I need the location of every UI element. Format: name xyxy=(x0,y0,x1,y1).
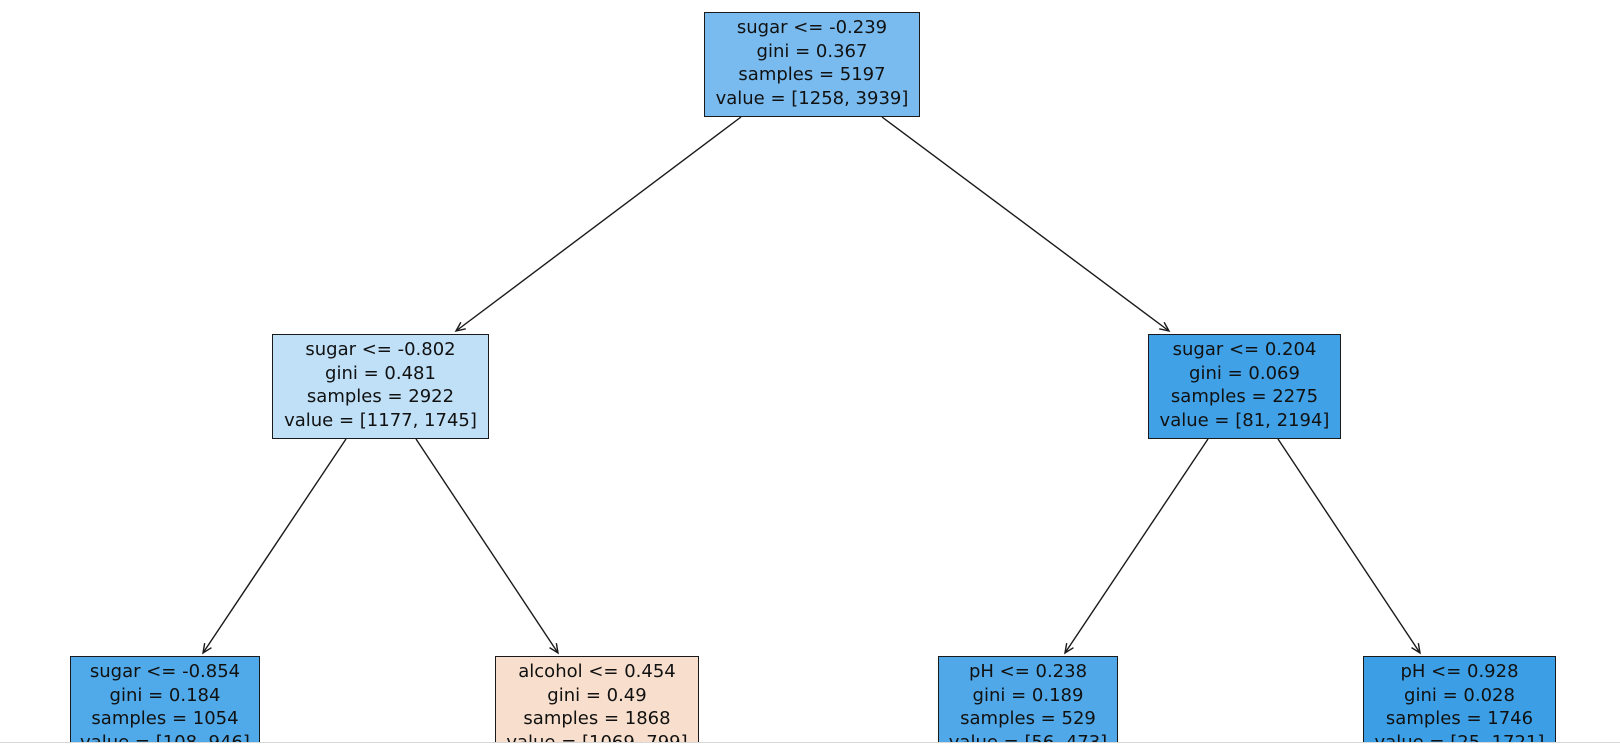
node-samples: samples = 1054 xyxy=(91,708,239,729)
tree-node-root: sugar <= -0.239 gini = 0.367 samples = 5… xyxy=(704,12,920,117)
tree-node-left-right: alcohol <= 0.454 gini = 0.49 samples = 1… xyxy=(495,656,699,742)
tree-edge-root-to-right xyxy=(881,116,1170,332)
tree-node-left-left: sugar <= -0.854 gini = 0.184 samples = 1… xyxy=(70,656,260,742)
tree-edge-right-to-right-right xyxy=(1277,438,1421,654)
node-condition: sugar <= 0.204 xyxy=(1172,339,1317,360)
node-gini: gini = 0.184 xyxy=(109,684,221,706)
node-samples: samples = 529 xyxy=(960,708,1096,729)
node-samples: samples = 5197 xyxy=(738,64,886,85)
tree-node-right-left: pH <= 0.238 gini = 0.189 samples = 529 v… xyxy=(938,656,1118,742)
tree-node-right-right: pH <= 0.928 gini = 0.028 samples = 1746 … xyxy=(1363,656,1556,742)
node-condition: pH <= 0.928 xyxy=(1400,661,1519,682)
arrowhead-icon xyxy=(1064,643,1074,655)
node-value: value = [1258, 3939] xyxy=(715,87,909,109)
node-condition: alcohol <= 0.454 xyxy=(518,661,676,682)
node-value: value = [108, 946] xyxy=(80,731,250,743)
node-gini: gini = 0.49 xyxy=(547,684,647,706)
node-value: value = [1069, 799] xyxy=(506,731,688,743)
node-value: value = [56, 473] xyxy=(948,731,1108,743)
node-condition: sugar <= -0.802 xyxy=(305,339,456,360)
tree-node-right: sugar <= 0.204 gini = 0.069 samples = 22… xyxy=(1148,334,1341,439)
node-gini: gini = 0.069 xyxy=(1189,362,1300,384)
node-samples: samples = 1746 xyxy=(1385,708,1534,729)
node-gini: gini = 0.367 xyxy=(756,40,868,62)
arrowhead-icon xyxy=(1411,643,1421,655)
viewport-bottom-edge xyxy=(0,742,1620,743)
arrowhead-icon xyxy=(202,643,212,655)
tree-node-left: sugar <= -0.802 gini = 0.481 samples = 2… xyxy=(272,334,489,439)
node-samples: samples = 1868 xyxy=(523,708,671,729)
node-condition: sugar <= -0.854 xyxy=(89,661,241,682)
tree-edge-right-to-right-left xyxy=(1064,438,1209,654)
arrowhead-icon xyxy=(549,643,559,655)
node-gini: gini = 0.189 xyxy=(972,684,1084,706)
arrowhead-icon xyxy=(454,321,466,333)
node-value: value = [1177, 1745] xyxy=(284,409,477,431)
node-samples: samples = 2922 xyxy=(306,386,455,407)
node-samples: samples = 2275 xyxy=(1170,386,1319,407)
node-condition: sugar <= -0.239 xyxy=(736,17,888,38)
tree-edge-left-to-left-right xyxy=(415,438,559,654)
node-condition: pH <= 0.238 xyxy=(968,661,1088,682)
node-gini: gini = 0.028 xyxy=(1404,684,1515,706)
node-value: value = [25, 1721] xyxy=(1374,731,1545,743)
arrowhead-icon xyxy=(1159,321,1171,333)
tree-edge-left-to-left-left xyxy=(202,438,347,654)
node-value: value = [81, 2194] xyxy=(1159,409,1330,431)
node-gini: gini = 0.481 xyxy=(325,362,436,384)
tree-edge-root-to-left xyxy=(455,116,742,332)
